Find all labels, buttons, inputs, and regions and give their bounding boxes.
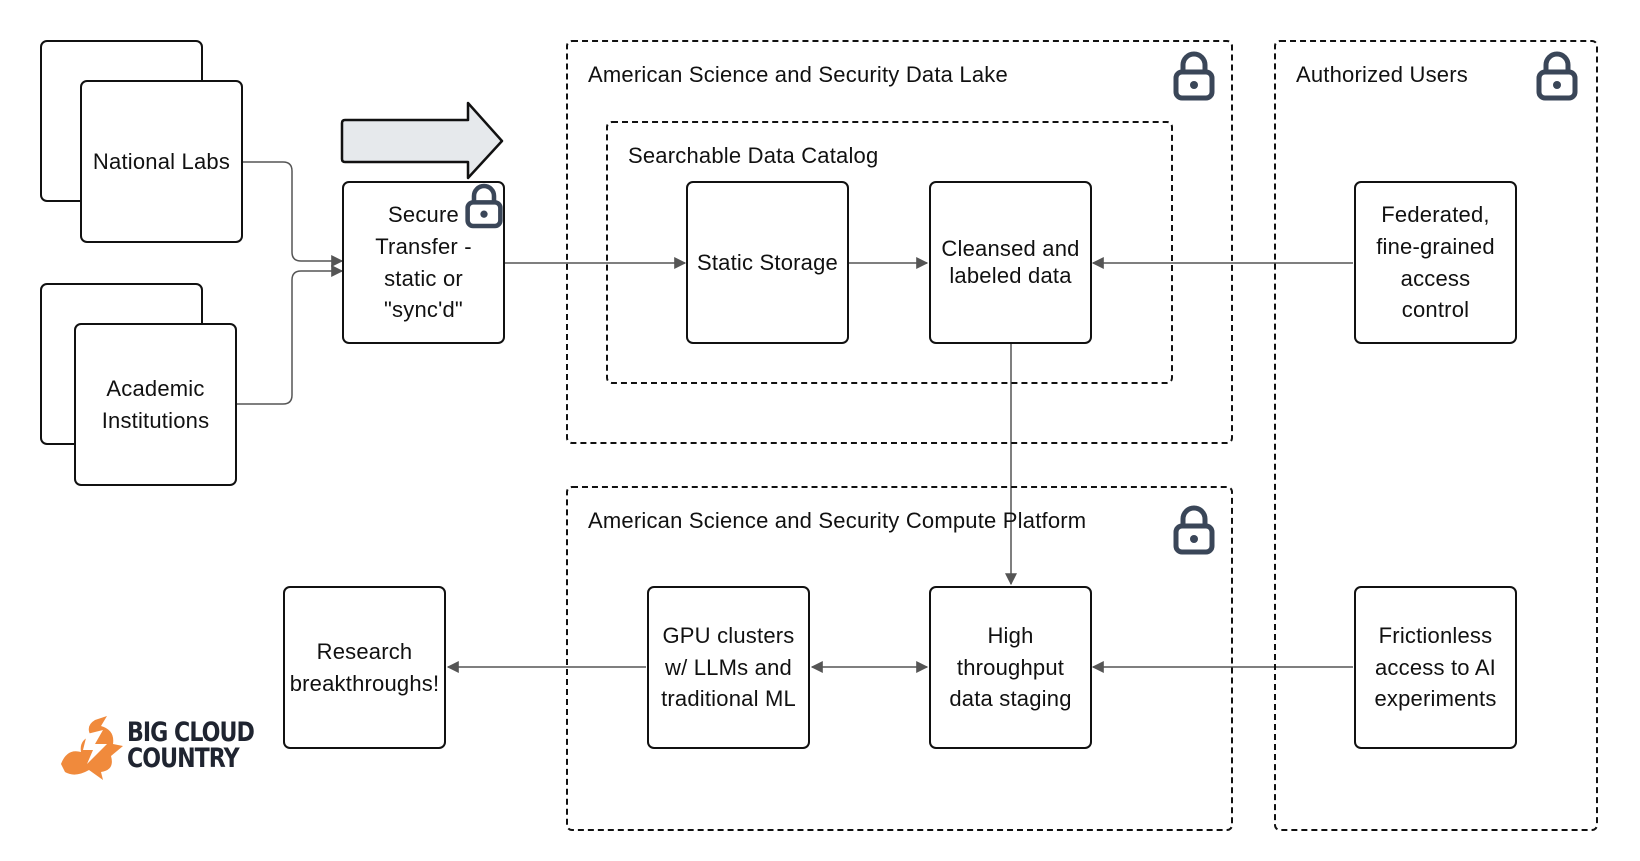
national-labs-label: National Labs — [92, 148, 231, 174]
padlock-icon — [465, 183, 503, 229]
ai-access-node: Frictionless access to AI experiments — [1354, 586, 1517, 749]
logo-line-2: COUNTRY — [127, 743, 240, 774]
padlock-icon — [1173, 51, 1215, 101]
secure-transfer-label: Secure Transfer - static or "sync'd" — [375, 201, 472, 323]
logo-mark-icon — [61, 716, 123, 780]
data-staging-node: High throughput data staging — [929, 586, 1092, 749]
ai-access-label: Frictionless access to AI experiments — [1374, 622, 1497, 712]
academic-institutions-node: Academic Institutions — [74, 323, 237, 486]
big-cloud-country-logo: BIG CLOUD COUNTRY — [57, 712, 257, 780]
research-breakthroughs-node: Research breakthroughs! — [283, 586, 446, 749]
authorized-users-container: Authorized Users — [1274, 40, 1598, 831]
padlock-icon — [1536, 51, 1578, 101]
compute-platform-title: American Science and Security Compute Pl… — [588, 508, 1087, 533]
secure-transfer-node: Secure Transfer - static or "sync'd" — [342, 181, 505, 344]
data-catalog-title: Searchable Data Catalog — [628, 143, 879, 168]
compute-platform-container: American Science and Security Compute Pl… — [566, 486, 1233, 831]
data-lake-container: American Science and Security Data Lake — [566, 40, 1233, 444]
access-control-node: Federated, fine-grained access control — [1354, 181, 1517, 344]
cleansed-data-label: Cleansed and labeled data — [941, 236, 1080, 288]
research-breakthroughs-label: Research breakthroughs! — [289, 638, 440, 696]
gpu-clusters-label: GPU clusters w/ LLMs and traditional ML — [661, 622, 796, 712]
data-staging-label: High throughput data staging — [949, 622, 1072, 712]
authorized-users-title: Authorized Users — [1296, 62, 1468, 87]
access-control-label: Federated, fine-grained access control — [1376, 201, 1495, 323]
block-arrow-right-icon — [340, 101, 504, 180]
connector-academic-to-transfer — [237, 265, 344, 405]
logo-wordmark: BIG CLOUD COUNTRY — [127, 717, 255, 774]
academic-institutions-label: Academic Institutions — [101, 375, 210, 433]
data-catalog-container: Searchable Data Catalog — [606, 121, 1173, 384]
static-storage-node: Static Storage — [686, 181, 849, 344]
data-lake-title: American Science and Security Data Lake — [588, 62, 1008, 87]
cleansed-data-node: Cleansed and labeled data — [929, 181, 1092, 344]
national-labs-node: National Labs — [80, 80, 243, 243]
connector-labs-to-transfer — [243, 161, 344, 267]
padlock-icon — [1173, 505, 1215, 555]
static-storage-label: Static Storage — [697, 249, 838, 275]
logo-line-1: BIG CLOUD — [127, 717, 255, 749]
gpu-clusters-node: GPU clusters w/ LLMs and traditional ML — [647, 586, 810, 749]
